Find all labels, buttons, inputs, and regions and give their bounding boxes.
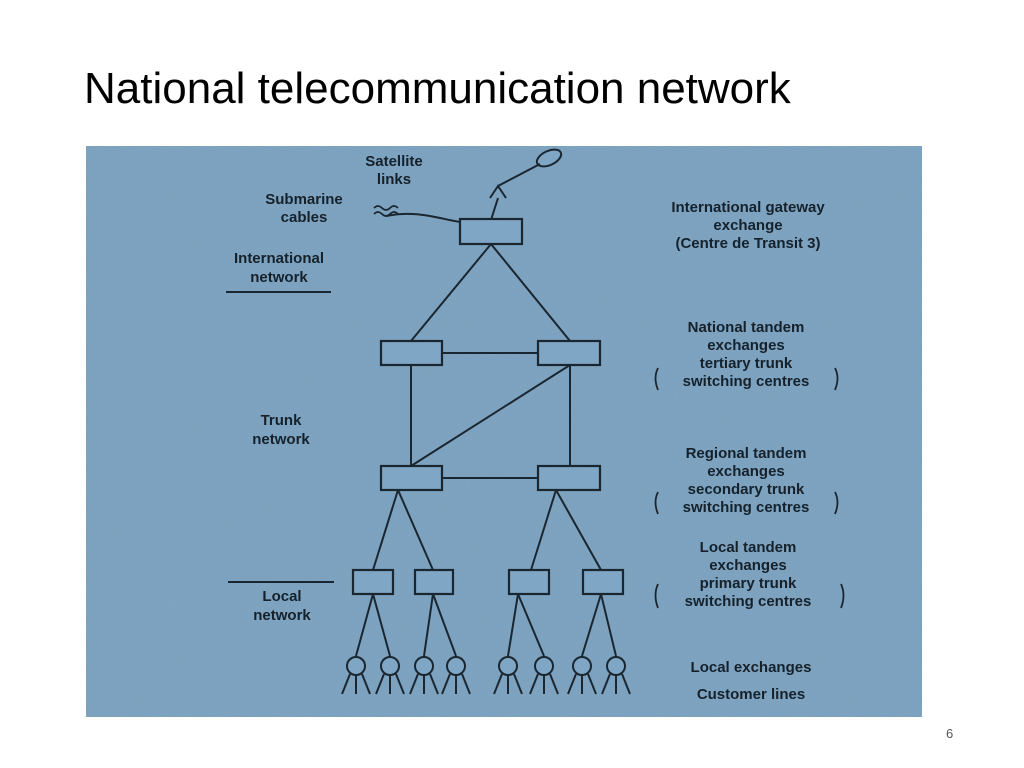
trunk-network-label-line1: Trunk <box>261 412 302 429</box>
gateway-exchange-box <box>458 217 524 246</box>
local-network-label-line1: Local <box>262 588 301 605</box>
international-network-label-line1: International <box>234 250 324 267</box>
local-tandem-label-line1: Local tandem <box>700 539 797 556</box>
local-exchange-node <box>529 656 559 695</box>
local-network-label-line2: network <box>253 607 311 624</box>
local-exchange-node <box>601 656 631 695</box>
customer-lines-label: Customer lines <box>697 686 805 703</box>
local-tandem-label-line2: exchanges <box>709 557 787 574</box>
local-exchange-node <box>441 656 471 695</box>
local-tandem-box-2 <box>413 568 455 596</box>
exchange-boxes <box>351 217 625 596</box>
regional-tandem-box-right <box>536 464 602 492</box>
trunk-network-label-line2: network <box>252 431 310 448</box>
local-tandem-box-3 <box>507 568 551 596</box>
regional-label-line3: secondary trunk <box>688 481 805 498</box>
slide-title: National telecommunication network <box>84 64 791 113</box>
satellite-links-label-line1: Satellite <box>365 153 423 170</box>
connection-lines <box>226 197 617 657</box>
local-tandem-label-line3: primary trunk <box>700 575 797 592</box>
local-exchange-node <box>409 656 439 695</box>
national-tandem-box-left <box>379 339 444 367</box>
national-tandem-box-right <box>536 339 602 367</box>
regional-label-line2: exchanges <box>707 463 785 480</box>
local-exchange-nodes <box>341 656 631 695</box>
submarine-cable-icon <box>373 205 399 217</box>
satellite-dish-icon <box>489 148 563 199</box>
local-tandem-box-1 <box>351 568 395 596</box>
national-label-line2: exchanges <box>707 337 785 354</box>
gateway-label-line3: (Centre de Transit 3) <box>675 235 820 252</box>
local-tandem-label-line4: switching centres <box>685 593 812 610</box>
local-exchanges-label: Local exchanges <box>691 659 812 676</box>
local-exchange-node <box>341 656 371 695</box>
local-exchange-node <box>375 656 405 695</box>
gateway-label-line1: International gateway <box>671 199 825 216</box>
local-tandem-box-4 <box>581 568 625 596</box>
description-brackets <box>654 367 845 609</box>
national-label-line4: switching centres <box>683 373 810 390</box>
regional-tandem-box-left <box>379 464 444 492</box>
submarine-cables-label-line1: Submarine <box>265 191 343 208</box>
local-exchange-node <box>567 656 597 695</box>
submarine-cables-label-line2: cables <box>281 209 328 226</box>
slide-number: 6 <box>946 726 954 741</box>
satellite-links-label-line2: links <box>377 171 411 188</box>
gateway-label-line2: exchange <box>713 217 782 234</box>
regional-label-line4: switching centres <box>683 499 810 516</box>
local-exchange-node <box>493 656 523 695</box>
national-label-line1: National tandem <box>688 319 805 336</box>
national-label-line3: tertiary trunk <box>700 355 793 372</box>
network-hierarchy-diagram: Satellite links Submarine cables Interna… <box>86 146 922 717</box>
international-network-label-line2: network <box>250 269 308 286</box>
regional-label-line1: Regional tandem <box>686 445 807 462</box>
